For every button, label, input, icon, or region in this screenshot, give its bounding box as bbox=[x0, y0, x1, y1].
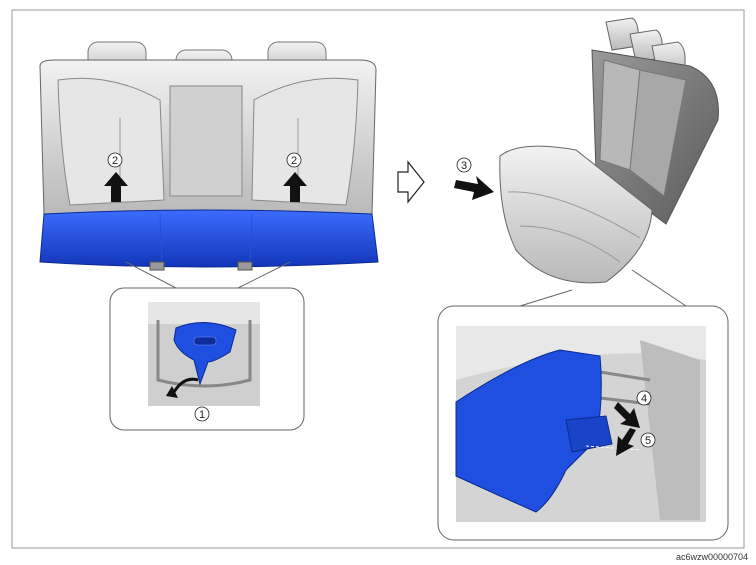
callout-2-left: 2 bbox=[107, 152, 123, 168]
leader-line bbox=[631, 269, 687, 307]
hollow-arrow-right-icon bbox=[397, 160, 425, 204]
blue-release-clip bbox=[173, 322, 237, 386]
callout-2-left-label: 2 bbox=[112, 155, 118, 167]
left-seat-panel bbox=[57, 77, 165, 206]
seat-cushion-blue bbox=[39, 209, 379, 268]
curved-arrow-icon bbox=[172, 377, 199, 393]
center-section bbox=[169, 85, 243, 197]
arrow-up-icon bbox=[104, 172, 128, 202]
callout-5-label: 5 bbox=[645, 435, 651, 447]
callout-4-label: 4 bbox=[641, 393, 647, 405]
cushion-hook-right bbox=[237, 261, 253, 271]
rear-seat-side-view: 3 bbox=[454, 17, 719, 284]
callout-3-label: 3 bbox=[461, 160, 467, 172]
leader-line bbox=[519, 289, 573, 307]
callout-4: 4 bbox=[636, 390, 652, 406]
cushion-hook-left bbox=[149, 261, 165, 271]
callout-1-label: 1 bbox=[199, 409, 205, 421]
arrow-down-left-icon bbox=[616, 428, 636, 456]
figure-code: ac6wzw00000704 bbox=[675, 552, 748, 562]
hook-release-detail: 1 bbox=[109, 287, 305, 431]
arrow-down-right-icon bbox=[614, 402, 640, 428]
leader-line bbox=[125, 261, 177, 289]
rear-seat-front-view: 2 2 bbox=[39, 41, 379, 271]
callout-3: 3 bbox=[456, 157, 472, 173]
callout-1: 1 bbox=[194, 406, 210, 422]
callout-5: 5 bbox=[640, 432, 656, 448]
callout-2-right-label: 2 bbox=[291, 155, 297, 167]
seat-cushion-blue-detail bbox=[455, 349, 602, 513]
leader-line bbox=[237, 261, 291, 289]
arrow-right-icon bbox=[454, 176, 494, 200]
seat-cushion-side bbox=[499, 145, 653, 284]
cushion-latch-detail: 4 5 bbox=[437, 305, 729, 541]
arrow-up-icon bbox=[283, 172, 307, 202]
right-seat-panel bbox=[251, 77, 359, 206]
callout-2-right: 2 bbox=[286, 152, 302, 168]
